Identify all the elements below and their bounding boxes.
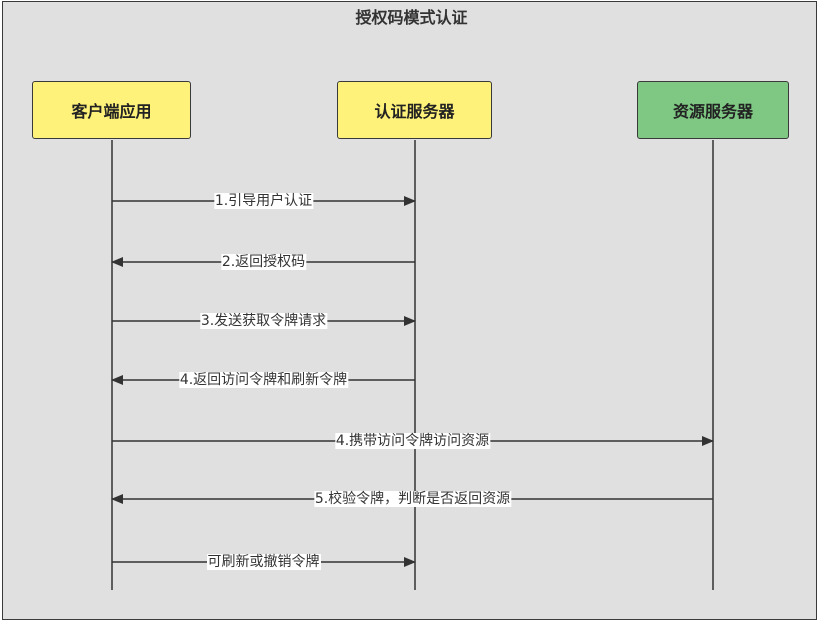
message-label-2: 2.返回授权码 xyxy=(220,254,307,270)
message-label-6: 5.校验令牌，判断是否返回资源 xyxy=(313,491,512,507)
message-label-4: 4.返回访问令牌和刷新令牌 xyxy=(178,372,349,388)
actor-client-app: 客户端应用 xyxy=(32,81,191,139)
actor-auth-server: 认证服务器 xyxy=(337,81,492,139)
diagram-title: 授权码模式认证 xyxy=(355,8,468,27)
message-label-1: 1.引导用户认证 xyxy=(213,193,314,209)
message-label-3: 3.发送获取令牌请求 xyxy=(199,313,328,329)
message-label-7: 可刷新或撤销令牌 xyxy=(206,554,321,570)
actor-resource-server: 资源服务器 xyxy=(637,81,789,139)
message-label-5: 4.携带访问令牌访问资源 xyxy=(334,433,491,449)
